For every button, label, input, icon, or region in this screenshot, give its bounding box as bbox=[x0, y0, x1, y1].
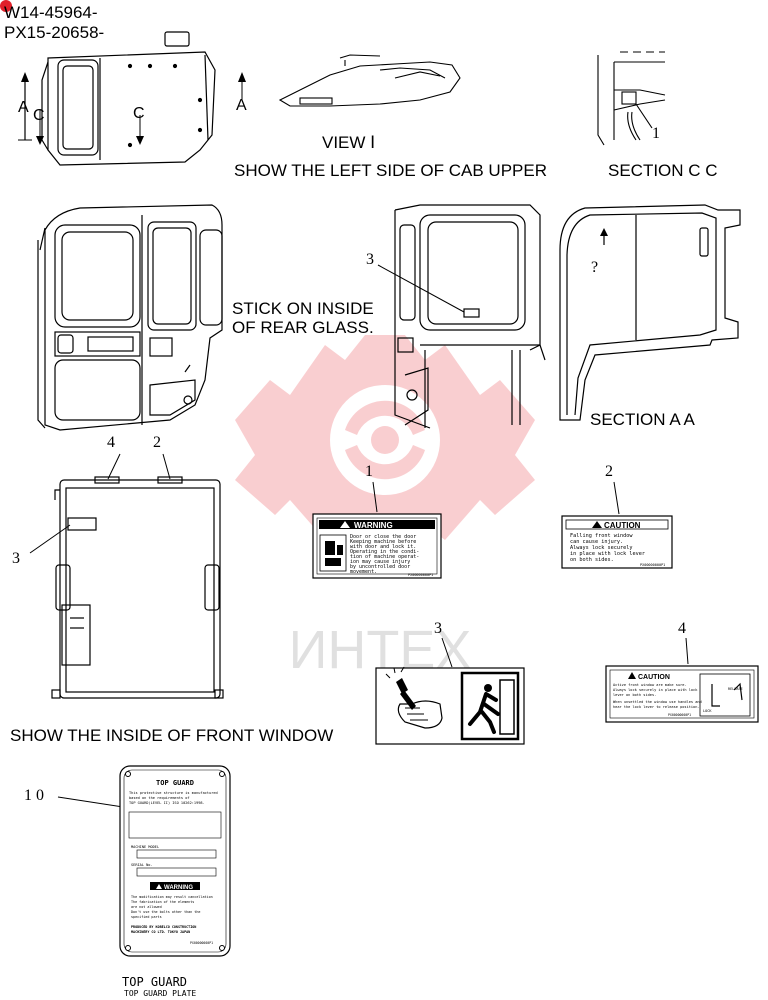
serial-line-1: W14-45964- bbox=[4, 3, 98, 22]
top-guard-caption-subtitle: TOP GUARD PLATE bbox=[124, 989, 196, 998]
callout-window-3: 3 bbox=[12, 550, 20, 567]
warning-label-line-8: movement. bbox=[350, 569, 377, 575]
warning-label-header: WARNING bbox=[354, 521, 393, 530]
top-guard-code: PX00000000P1 bbox=[190, 941, 213, 945]
callout-label-2: 2 bbox=[605, 463, 613, 480]
top-guard-warning-5: specified parts bbox=[131, 915, 162, 919]
caution-lock-label: CAUTION Active front window are make sur… bbox=[605, 665, 759, 723]
view-1-title: VIEW Ⅰ bbox=[322, 133, 375, 152]
top-guard-warning-header: WARNING bbox=[164, 885, 193, 891]
top-guard-intro-2: based on the requirements of bbox=[129, 796, 190, 800]
caution-lock-line-1: Active front window are make sure. bbox=[613, 683, 687, 687]
warning-label-line-1: Door or close the door bbox=[350, 534, 416, 540]
cab-center-view bbox=[394, 204, 546, 429]
marker-a-right: A bbox=[236, 97, 247, 114]
view-1-drawing bbox=[278, 54, 461, 107]
top-guard-maker-1: PRODUCED BY KOBELCO CONSTRUCTION bbox=[131, 925, 196, 929]
section-aa-drawing bbox=[559, 204, 741, 421]
section-cc-drawing bbox=[597, 51, 666, 146]
section-markers-left: A C C A bbox=[18, 72, 247, 145]
serial-line-2: PX15-20658- bbox=[4, 23, 104, 42]
left-side-caption: SHOW THE LEFT SIDE OF CAB UPPER bbox=[234, 161, 547, 180]
marker-c-middle: C bbox=[133, 105, 145, 122]
callout-window-4: 4 bbox=[107, 434, 115, 451]
warning-label-line-4: Operating in the condi- bbox=[350, 549, 419, 555]
caution-label: CAUTION Falling front window can cause i… bbox=[561, 515, 673, 569]
warning-label-line-7: by uncontrolled door bbox=[350, 564, 410, 570]
caution-label-line-2: can cause injury. bbox=[570, 539, 623, 545]
top-guard-plate: TOP GUARD This protective structure is m… bbox=[119, 765, 231, 957]
warning-label: WARNING Door or close the door Keeping m… bbox=[312, 513, 442, 579]
warning-label-code: PX00000000P1 bbox=[408, 573, 433, 577]
callout-label-10: 1 0 bbox=[24, 787, 44, 804]
exit-runner-icon bbox=[468, 679, 515, 735]
warning-label-line-6: ion may cause injury bbox=[350, 559, 410, 565]
warning-label-line-3: with door and lock it. bbox=[350, 544, 416, 550]
top-guard-maker-2: MACHINERY CO LTD. TOKYO JAPAN bbox=[131, 930, 190, 934]
section-cc-title: SECTION C C bbox=[608, 161, 718, 180]
callout-unknown: ? bbox=[591, 259, 598, 276]
top-guard-plate-title: TOP GUARD bbox=[156, 779, 194, 787]
stick-on-line-2: OF REAR GLASS. bbox=[232, 318, 374, 337]
cab-side-view bbox=[41, 31, 216, 166]
warning-label-line-5: tion of machine operat- bbox=[350, 554, 419, 560]
cab-rear-view bbox=[37, 204, 223, 431]
watermark-logo: ИНТЕХ bbox=[235, 335, 535, 680]
caution-label-line-1: Falling front window bbox=[570, 533, 633, 539]
section-aa-title: SECTION A A bbox=[590, 410, 696, 429]
callout-center-3: 3 bbox=[366, 251, 374, 268]
top-guard-intro-3: TOP GUARD(LEVEL II) ISO 10262:1998. bbox=[129, 801, 205, 805]
lock-text: LOCK bbox=[703, 709, 712, 713]
callout-label-1: 1 bbox=[365, 463, 373, 480]
top-guard-warning-4: Don't use the bolts other than the bbox=[131, 910, 200, 914]
caution-lock-code: PX00000000P1 bbox=[668, 713, 691, 717]
hammer-hand-icon bbox=[385, 666, 443, 729]
front-window-caption: SHOW THE INSIDE OF FRONT WINDOW bbox=[10, 726, 333, 745]
top-guard-intro-1: This protective structure is manufacture… bbox=[129, 791, 218, 795]
callout-label-3: 3 bbox=[434, 620, 442, 637]
top-guard-serial-label: SERIAL No. bbox=[131, 863, 153, 867]
caution-label-line-4: in place with lock lever bbox=[570, 551, 645, 557]
pictogram-label bbox=[375, 666, 525, 745]
callout-window-2: 2 bbox=[153, 434, 161, 451]
caution-label-code: PX00000000P1 bbox=[640, 563, 665, 567]
caution-label-line-5: on both sides. bbox=[570, 557, 614, 563]
top-guard-caption-title: TOP GUARD bbox=[122, 975, 187, 989]
unlock-text: RELEASE bbox=[728, 687, 743, 691]
callout-cc-1: 1 bbox=[652, 125, 660, 142]
caution-label-header: CAUTION bbox=[604, 521, 641, 530]
warning-label-line-2: Keeping machine before bbox=[350, 539, 416, 545]
top-guard-warning-3: are not allowed bbox=[131, 905, 162, 909]
marker-c-left: C bbox=[33, 107, 45, 124]
top-guard-warning-2: The fabrication of the elements bbox=[131, 900, 194, 904]
caution-lock-line-2: Always lock securely in place with lock bbox=[613, 688, 698, 692]
caution-lock-line-5: hear the lock lever to release position. bbox=[613, 705, 700, 709]
marker-a-left: A bbox=[18, 99, 29, 116]
caution-label-line-3: Always lock securely bbox=[570, 545, 632, 551]
caution-lock-line-3: lever on both sides. bbox=[613, 693, 656, 697]
caution-lock-header: CAUTION bbox=[638, 674, 670, 681]
red-corner-badge bbox=[0, 0, 12, 12]
stick-on-line-1: STICK ON INSIDE bbox=[232, 299, 374, 318]
front-window-drawing bbox=[51, 476, 224, 699]
top-guard-machine-model-label: MACHINE MODEL bbox=[131, 845, 159, 849]
caution-lock-line-4: When unsettled the window use handles an… bbox=[613, 700, 702, 704]
top-guard-warning-1: The modification may result cancellation bbox=[131, 895, 213, 899]
callout-label-4: 4 bbox=[678, 620, 686, 637]
